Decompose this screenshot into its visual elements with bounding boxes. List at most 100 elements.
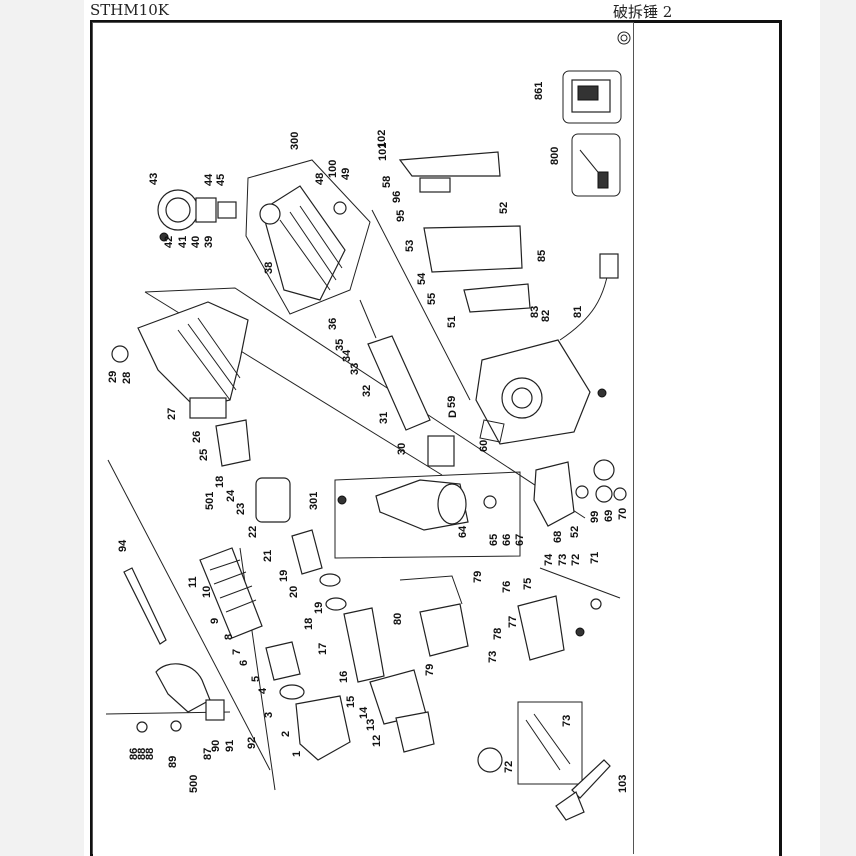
part-label-60: 60 — [478, 440, 490, 452]
part-label-65: 65 — [488, 534, 500, 546]
part-label-18: 18 — [303, 618, 315, 630]
part-label-81: 81 — [572, 306, 584, 318]
kit-800-box — [571, 133, 621, 197]
part-label-74: 74 — [543, 553, 555, 566]
part-label-11: 11 — [187, 576, 199, 588]
part-label-34: 34 — [341, 349, 353, 362]
part-label-48: 48 — [314, 173, 326, 185]
diagram-sheet — [92, 22, 634, 854]
part-label-99: 99 — [589, 511, 601, 523]
part-label-42: 42 — [163, 236, 175, 248]
part-label-71: 71 — [589, 552, 601, 564]
part-label-103: 103 — [617, 775, 629, 793]
part-label-18: 18 — [214, 476, 226, 488]
part-label-24: 24 — [225, 489, 237, 502]
part-label-66: 66 — [501, 534, 513, 546]
part-label-73: 73 — [487, 651, 499, 663]
part-label-28: 28 — [121, 372, 133, 384]
part-label-73: 73 — [557, 554, 569, 566]
part-label-41: 41 — [177, 236, 189, 248]
cylinder-parts — [359, 299, 455, 467]
part-label-82: 82 — [540, 310, 552, 322]
part-label-96: 96 — [391, 191, 403, 203]
part-label-300: 300 — [289, 132, 301, 150]
part-label-35: 35 — [334, 339, 346, 351]
part-label-59: 59 — [446, 396, 458, 408]
part-label-15: 15 — [345, 696, 357, 708]
part-label-55: 55 — [426, 293, 438, 305]
part-label-2: 2 — [280, 731, 292, 737]
part-label-19: 19 — [313, 602, 325, 614]
part-label-501: 501 — [204, 492, 216, 510]
part-label-75: 75 — [522, 578, 534, 590]
part-label-44: 44 — [203, 173, 215, 186]
part-label-1: 1 — [291, 751, 303, 757]
part-label-79: 79 — [472, 571, 484, 583]
part-label-51: 51 — [446, 316, 458, 328]
part-label-33: 33 — [349, 363, 361, 375]
part-label-5: 5 — [250, 676, 262, 682]
part-label-500: 500 — [188, 775, 200, 793]
part-label-91: 91 — [224, 740, 236, 752]
part-label-77: 77 — [507, 616, 519, 628]
model-number: STHM10K — [90, 1, 170, 19]
part-label-9: 9 — [209, 618, 221, 624]
chuck-assembly — [157, 189, 237, 242]
part-label-85: 85 — [536, 250, 548, 262]
part-label-17: 17 — [317, 643, 329, 655]
part-label-45: 45 — [215, 174, 227, 186]
part-label-76: 76 — [501, 581, 513, 593]
kit-861-box — [562, 70, 622, 124]
handle-101 — [398, 151, 619, 341]
part-label-101: 101 — [377, 143, 389, 161]
field-coil-80 — [399, 575, 469, 657]
part-label-86: 86 — [128, 748, 140, 760]
part-label-52: 52 — [498, 202, 510, 214]
field-housing-59 — [475, 339, 607, 445]
part-label-87: 87 — [202, 748, 214, 760]
armature-301 — [334, 471, 521, 559]
part-label-D: D — [447, 410, 459, 418]
part-label-31: 31 — [378, 412, 390, 424]
part-label-64: 64 — [457, 525, 469, 538]
part-label-22: 22 — [247, 526, 259, 538]
part-label-23: 23 — [235, 503, 247, 515]
part-label-10: 10 — [201, 586, 213, 598]
part-label-78: 78 — [492, 628, 504, 640]
part-label-53: 53 — [404, 240, 416, 252]
chisel-94 — [123, 567, 167, 645]
part-label-68: 68 — [552, 531, 564, 543]
part-label-29: 29 — [107, 371, 119, 383]
part-label-38: 38 — [263, 262, 275, 274]
part-label-39: 39 — [203, 236, 215, 248]
page-title: 破拆锤 2 — [613, 3, 673, 21]
switch-assembly-75 — [517, 595, 602, 661]
part-label-36: 36 — [327, 318, 339, 330]
part-label-13: 13 — [365, 719, 377, 731]
part-label-95: 95 — [395, 210, 407, 222]
part-label-79: 79 — [424, 664, 436, 676]
part-label-72: 72 — [503, 761, 515, 773]
part-label-32: 32 — [361, 385, 373, 397]
part-label-861: 861 — [533, 82, 545, 100]
part-label-83: 83 — [529, 306, 541, 318]
part-label-73: 73 — [561, 715, 573, 727]
part-label-43: 43 — [148, 173, 160, 185]
part-label-6: 6 — [238, 660, 250, 666]
part-label-88: 88 — [136, 748, 148, 760]
part-label-100: 100 — [327, 160, 339, 178]
part-label-25: 25 — [198, 449, 210, 461]
part-label-94: 94 — [117, 539, 129, 552]
part-number-labels: 1234567891011121314151617181919202122232… — [107, 82, 629, 793]
spindle-column — [199, 419, 435, 761]
part-label-27: 27 — [166, 408, 178, 420]
part-label-20: 20 — [288, 586, 300, 598]
part-label-21: 21 — [262, 550, 274, 562]
part-label-80: 80 — [392, 613, 404, 625]
part-label-52: 52 — [569, 526, 581, 538]
outer-frame — [90, 20, 782, 856]
part-label-102: 102 — [376, 130, 388, 148]
part-label-12: 12 — [371, 735, 383, 747]
part-label-54: 54 — [416, 272, 428, 285]
